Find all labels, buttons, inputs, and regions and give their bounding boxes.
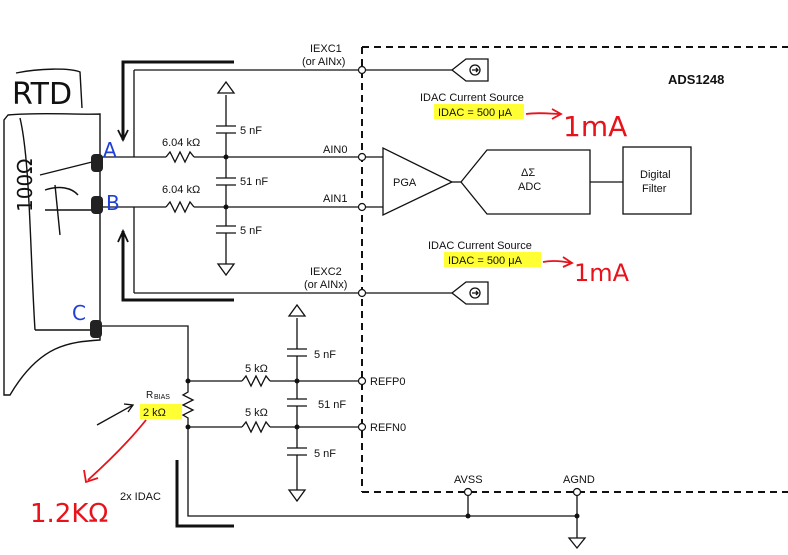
idac1-handwritten-note: 1mA bbox=[563, 110, 627, 143]
adc-symbol: ΔΣ bbox=[521, 167, 535, 179]
c-ref-top-label: 5 nF bbox=[314, 349, 336, 361]
c-diff-label: 51 nF bbox=[240, 176, 268, 188]
iexc2-alt-label: (or AINx) bbox=[304, 279, 347, 291]
ain0-label: AIN0 bbox=[323, 144, 347, 156]
rbias-highlight bbox=[140, 404, 182, 419]
c-top-label: 5 nF bbox=[240, 125, 262, 137]
refn0-label: REFN0 bbox=[370, 422, 406, 434]
idac2-value: IDAC = 500 μA bbox=[448, 255, 523, 267]
filter-line2: Filter bbox=[642, 183, 667, 195]
idac1-value: IDAC = 500 μA bbox=[438, 107, 513, 119]
pin-avss bbox=[463, 487, 473, 497]
two-idac-label: 2x IDAC bbox=[120, 491, 161, 503]
rtd-terminals bbox=[90, 154, 103, 338]
pga-label: PGA bbox=[393, 177, 417, 189]
iexc1-label: IEXC1 bbox=[310, 43, 342, 55]
input-junction-dots bbox=[223, 154, 229, 210]
pin-ain0 bbox=[357, 152, 367, 162]
pga-triangle bbox=[382, 146, 454, 217]
refp0-label: REFP0 bbox=[370, 376, 405, 388]
iexc1-alt-label: (or AINx) bbox=[302, 56, 345, 68]
digital-filter-block bbox=[622, 146, 692, 215]
pin-ain1 bbox=[357, 202, 367, 212]
ref-junction-dots bbox=[185, 378, 580, 519]
rtd-probe-drawing bbox=[3, 68, 101, 396]
r-in-top-label: 6.04 kΩ bbox=[162, 137, 200, 149]
rtd-label: RTD bbox=[12, 77, 72, 112]
rbias-label-main: R bbox=[146, 390, 153, 401]
red-annotation-arrows bbox=[83, 108, 574, 484]
filter-line1: Digital bbox=[640, 169, 671, 181]
adc-label: ADC bbox=[518, 181, 541, 193]
r-ref-top-label: 5 kΩ bbox=[245, 363, 268, 375]
point-a-label: A bbox=[103, 138, 117, 162]
chip-name: ADS1248 bbox=[668, 72, 724, 87]
r-in-bot-label: 6.04 kΩ bbox=[162, 184, 200, 196]
pt100-label: 100Ω bbox=[13, 159, 37, 212]
iexc2-label: IEXC2 bbox=[310, 266, 342, 278]
point-c-label: C bbox=[72, 301, 86, 325]
rbias-new-value: 1.2KΩ bbox=[30, 499, 108, 529]
signal-chain bbox=[366, 146, 692, 217]
c-ref-diff-label: 51 nF bbox=[318, 399, 346, 411]
rbias-value: 2 kΩ bbox=[143, 407, 166, 419]
pin-iexc1 bbox=[357, 65, 367, 75]
pin-iexc2 bbox=[357, 288, 367, 298]
pin-agnd bbox=[572, 487, 582, 497]
pin-refn0 bbox=[357, 422, 367, 432]
idac2-title: IDAC Current Source bbox=[428, 240, 532, 252]
c-ref-bot-label: 5 nF bbox=[314, 448, 336, 460]
rbias-label-sub: BIAS bbox=[154, 394, 170, 401]
idac2-handwritten-note: 1mA bbox=[574, 259, 630, 287]
point-b-label: B bbox=[106, 191, 120, 215]
chip-boundary bbox=[361, 46, 788, 493]
idac2-source-icon bbox=[366, 281, 489, 305]
agnd-label: AGND bbox=[563, 474, 595, 486]
avss-label: AVSS bbox=[454, 474, 483, 486]
r-ref-bot-label: 5 kΩ bbox=[245, 407, 268, 419]
idac1-title: IDAC Current Source bbox=[420, 92, 524, 104]
pin-markers bbox=[357, 65, 582, 497]
idac2-highlight bbox=[444, 252, 541, 267]
reference-wires bbox=[96, 303, 587, 550]
input-wires bbox=[100, 60, 358, 302]
ain1-label: AIN1 bbox=[323, 193, 347, 205]
idac1-highlight bbox=[434, 104, 524, 119]
pin-refp0 bbox=[357, 376, 367, 386]
c-bot-label: 5 nF bbox=[240, 225, 262, 237]
idac1-source-icon bbox=[366, 58, 489, 82]
